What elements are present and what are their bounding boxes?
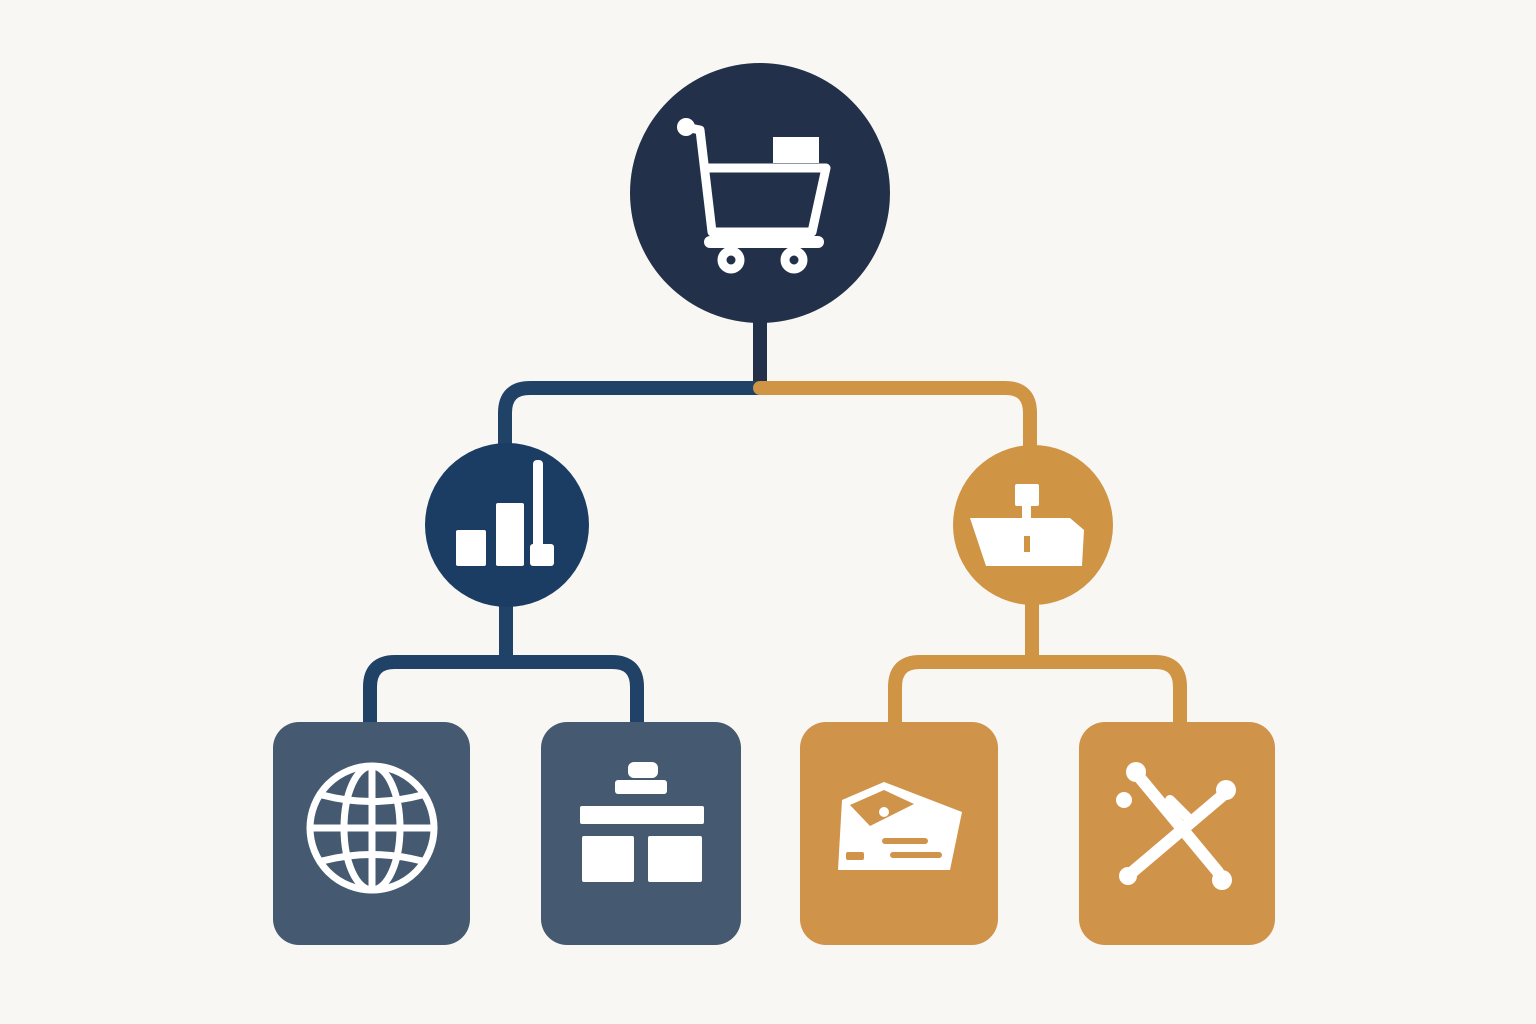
connector-left-to-globe (363, 655, 513, 729)
open-box-icon (970, 484, 1084, 566)
connector-left-to-storefront (499, 655, 644, 729)
crossed-tools-icon (1116, 762, 1236, 890)
leaf-globe (273, 722, 470, 945)
connector-root-to-left (498, 381, 767, 455)
leaf-tools (1079, 722, 1275, 945)
connector-right-to-card (888, 655, 1039, 729)
connector-root-to-right (753, 381, 1037, 455)
inventory-node (953, 445, 1113, 605)
bar-chart-icon (456, 460, 554, 566)
globe-icon (306, 762, 438, 894)
root-node (630, 63, 890, 323)
leaf-storefront (541, 722, 741, 945)
connectors (363, 293, 1187, 729)
shopping-cart-icon (677, 118, 831, 274)
storefront-icon (580, 762, 704, 882)
analytics-node (425, 443, 589, 607)
payment-card-icon (838, 782, 962, 870)
connector-right-to-tools (1025, 655, 1187, 729)
leaf-payment (800, 722, 998, 945)
